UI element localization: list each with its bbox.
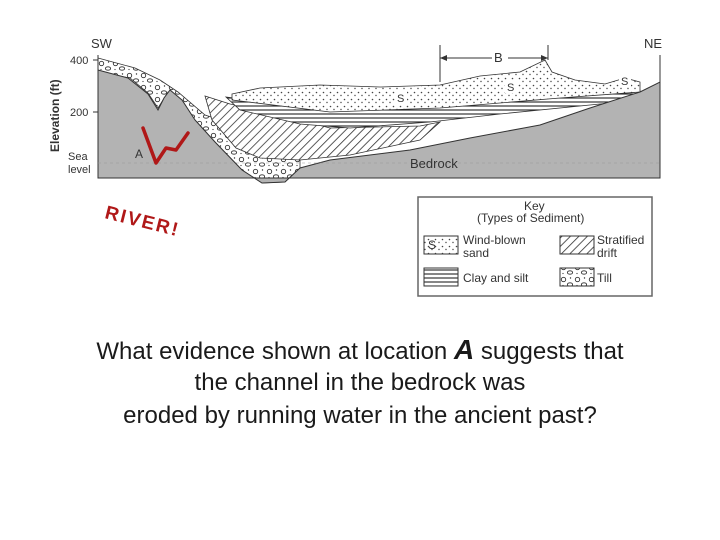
river-annotation-label: RIVER! bbox=[103, 202, 182, 241]
key-label-till: Till bbox=[597, 271, 612, 285]
sand-label: S bbox=[621, 76, 628, 88]
key-subtitle: (Types of Sediment) bbox=[477, 211, 584, 225]
river-v-annotation bbox=[141, 126, 190, 165]
sediment-key: Key (Types of Sediment) S Wind-blown san… bbox=[417, 196, 653, 297]
key-label-stratified-line1: Stratified bbox=[597, 233, 644, 247]
geologic-cross-section-diagram: SW NE Elevation (ft) 400 200 Sea level A… bbox=[48, 36, 662, 297]
location-b-label: B bbox=[494, 50, 503, 65]
sand-label: S bbox=[397, 93, 404, 105]
bedrock-label: Bedrock bbox=[410, 156, 458, 171]
location-a-label: A bbox=[135, 147, 143, 161]
question-text-part1: What evidence shown at location bbox=[96, 338, 454, 365]
bedrock bbox=[97, 69, 661, 184]
key-title: Key bbox=[524, 199, 545, 213]
question-line-3: eroded by running water in the ancient p… bbox=[123, 402, 597, 429]
tick-label-400: 400 bbox=[70, 55, 88, 67]
tick-label-200: 200 bbox=[70, 107, 88, 119]
direction-sw-label: SW bbox=[91, 36, 113, 51]
question-line-1: What evidence shown at location A sugges… bbox=[0, 334, 720, 368]
sediment-layers bbox=[97, 57, 641, 184]
location-b-bracket bbox=[439, 45, 549, 82]
wind-blown-sand-layer bbox=[231, 59, 641, 113]
key-label-stratified-line2: drift bbox=[597, 246, 618, 260]
sea-level-label-line2: level bbox=[68, 164, 91, 176]
sand-label: S bbox=[507, 82, 514, 94]
question-line-2: the channel in the bedrock was bbox=[194, 369, 526, 396]
key-swatch-clay bbox=[423, 267, 459, 287]
key-label-sand-line2: sand bbox=[463, 246, 489, 260]
question-text-part2: suggests that bbox=[474, 338, 624, 365]
key-label-sand-line1: Wind-blown bbox=[463, 233, 526, 247]
question-location-a: A bbox=[453, 334, 475, 365]
key-swatch-stratified bbox=[559, 235, 595, 255]
direction-ne-label: NE bbox=[644, 36, 662, 51]
key-label-clay: Clay and silt bbox=[463, 271, 529, 285]
sea-level-label-line1: Sea bbox=[68, 151, 88, 163]
key-swatch-sand-symbol: S bbox=[428, 238, 436, 252]
y-axis-title: Elevation (ft) bbox=[48, 79, 62, 152]
key-swatch-sand bbox=[423, 235, 459, 255]
key-swatch-till bbox=[559, 267, 595, 287]
sand-markers: S S S bbox=[395, 74, 631, 105]
